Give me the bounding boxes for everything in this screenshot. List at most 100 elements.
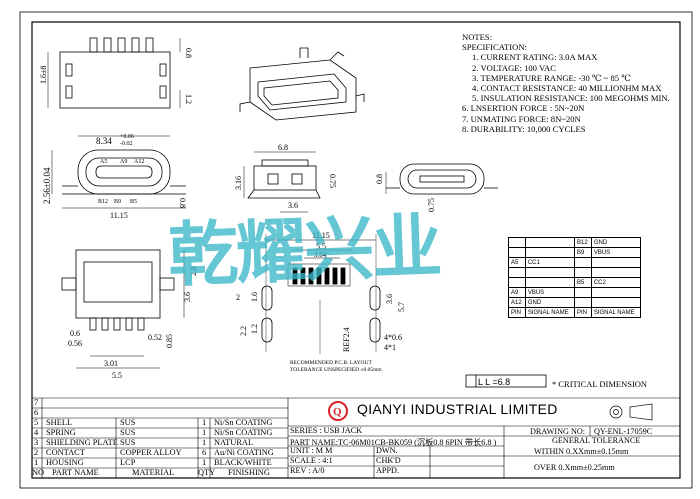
spec-item: 5. INSULATION RESISTANCE: 100 MEGOHMS MI…	[472, 93, 670, 104]
projection-symbol-icon	[609, 403, 653, 421]
bom-grid	[32, 397, 289, 478]
dim-top-right-a: 0.8	[184, 48, 193, 58]
bom-material: COPPER ALLOY	[120, 448, 182, 457]
dim-top-left-height: 1.6±8	[39, 66, 48, 84]
bom-qty: 1	[202, 428, 207, 437]
bom-finishing: NATURAL	[214, 438, 254, 447]
bottom-view-drawing	[61, 249, 185, 369]
bom-material: SUS	[120, 418, 136, 427]
dim-pcb-left-a: 1.6	[250, 292, 259, 302]
bom-row-number: 6	[34, 408, 39, 417]
bom-header-part-name: PART NAME	[52, 468, 99, 477]
spec-item: 7. UNMATING FORCE: 8N~20N	[462, 113, 581, 124]
bom-no: 2	[34, 448, 39, 457]
dim-bottom-h: 5.5	[112, 371, 122, 380]
bom-qty: 1	[202, 418, 207, 427]
bom-material: LCP	[120, 458, 136, 467]
bom-no: 5	[34, 418, 39, 427]
end-view-drawing	[385, 163, 498, 195]
spec-item: 4. CONTACT RESISTANCE: 40 MILLIONHM MAX	[472, 83, 662, 94]
dim-end-b: 0.75	[427, 198, 436, 212]
dim-pcb-ref: REF2.4	[342, 327, 351, 352]
bom-header-no: NO	[32, 468, 45, 477]
bom-part-name: CONTACT	[46, 448, 85, 457]
chkd-label: CHK'D	[376, 456, 401, 465]
dimension-labels: 1.6±8 0.8 1.2 8.34 +0.06 -0.02 2.56±0.04…	[39, 48, 436, 380]
bom-part-name: HOUSING	[46, 458, 84, 467]
bom-no: 4	[34, 428, 39, 437]
critical-dimension-note: * CRITICAL DIMENSION	[552, 379, 648, 389]
company-name: QIANYI INDUSTRIAL LIMITED	[357, 401, 558, 417]
pcb-caption-1: RECOMMENDED P.C.B. LAYOUT	[290, 360, 372, 366]
specification-notes: NOTES: SPECIFICATION: 1. CURRENT RATING:…	[462, 32, 670, 134]
dim-pcb-right-a: 3.6	[385, 294, 394, 304]
pin-label-b9: B9	[114, 199, 121, 205]
pin-label-b12: B12	[98, 199, 108, 205]
pcb-layout-drawing	[261, 234, 381, 354]
ll-dimension: L L =6.8	[478, 377, 511, 387]
series: SERIES : USB JACK	[290, 426, 363, 435]
bom-no: 1	[34, 458, 39, 467]
bom-part-name: SHIELDING PLATE	[46, 438, 118, 447]
front-view-drawing	[51, 135, 186, 209]
dim-front-tol-plus: +0.06	[120, 134, 134, 140]
bom-no: 3	[34, 438, 39, 447]
dim-front-height: 2.56±0.04	[42, 167, 52, 204]
dim-side-height: 3.16	[234, 176, 243, 190]
isometric-drawing	[239, 47, 365, 121]
dim-top-right-b: 1.2	[184, 94, 193, 104]
revision: REV : A/0	[290, 466, 325, 475]
scale: SCALE : 4:1	[290, 456, 333, 465]
bom-qty: 1	[202, 438, 207, 447]
spec-item: 1. CURRENT RATING: 3.0A MAX	[472, 52, 598, 63]
pin-label-a12: A12	[134, 159, 144, 165]
appd-label: APPD.	[376, 466, 399, 475]
general-tolerance: GENERAL TOLERANCE	[552, 436, 641, 445]
inner-frame	[31, 21, 681, 479]
spec-item: 2. VOLTAGE: 100 VAC	[472, 62, 556, 73]
pin-label-a9: A9	[120, 159, 127, 165]
dim-end-a: 0.8	[375, 174, 384, 184]
dim-pcb-a: 5.5	[316, 242, 326, 251]
drawing-no: QY-ENL-17059C	[594, 427, 653, 436]
dim-side-right: 0.75	[328, 174, 337, 188]
part-name: PART NAME:TC-06M01CB-BK059 (沉板0.8 6PIN 带…	[290, 438, 497, 447]
spec-item: 3. TEMPERATURE RANGE: -30 ℃ ~ 85 ℃	[472, 72, 631, 83]
top-view-drawing	[47, 37, 181, 109]
bom-finishing: Au/Ni COATING	[214, 448, 274, 457]
company-logo: Q	[328, 401, 348, 421]
dim-bottom-d: 0.56	[68, 339, 82, 348]
bom-material: SUS	[120, 428, 136, 437]
dim-bottom-a: 2.8	[189, 266, 198, 276]
dim-front-side: 0.8	[178, 198, 187, 208]
bom-material: SUS	[120, 438, 136, 447]
dwn-label: DWN.	[376, 446, 398, 455]
dim-pcb-left-b: 2	[236, 293, 240, 302]
dim-bottom-e: 0.52	[148, 333, 162, 342]
dim-bottom-c: 0.6	[70, 329, 80, 338]
dim-pcb-hole-b: 4*1	[384, 343, 396, 352]
specification-heading: SPECIFICATION:	[462, 42, 527, 53]
bom-qty: 1	[202, 458, 207, 467]
dim-pcb-left-d: 2.2	[239, 326, 248, 336]
bom-qty: 6	[202, 448, 207, 457]
dim-bottom-g: 3.01	[104, 359, 118, 368]
bom-header-material: MATERIAL	[132, 468, 175, 477]
watermark: 乾耀兴业	[166, 205, 442, 297]
notes-heading: NOTES:	[462, 32, 493, 42]
spec-item: 8. DURABILITY: 10,000 CYCLES	[462, 123, 586, 134]
tolerance-within: WITHIN 0.XXmm±0.15mm	[534, 447, 629, 456]
tolerance-over: OVER 0.Xmm±0.25mm	[534, 463, 615, 472]
table-row	[508, 267, 642, 278]
dim-bottom-b: 3.6	[183, 292, 192, 302]
bom-finishing: Ni/Sn COATING	[214, 418, 273, 427]
dim-front-width: 8.34	[96, 136, 112, 146]
